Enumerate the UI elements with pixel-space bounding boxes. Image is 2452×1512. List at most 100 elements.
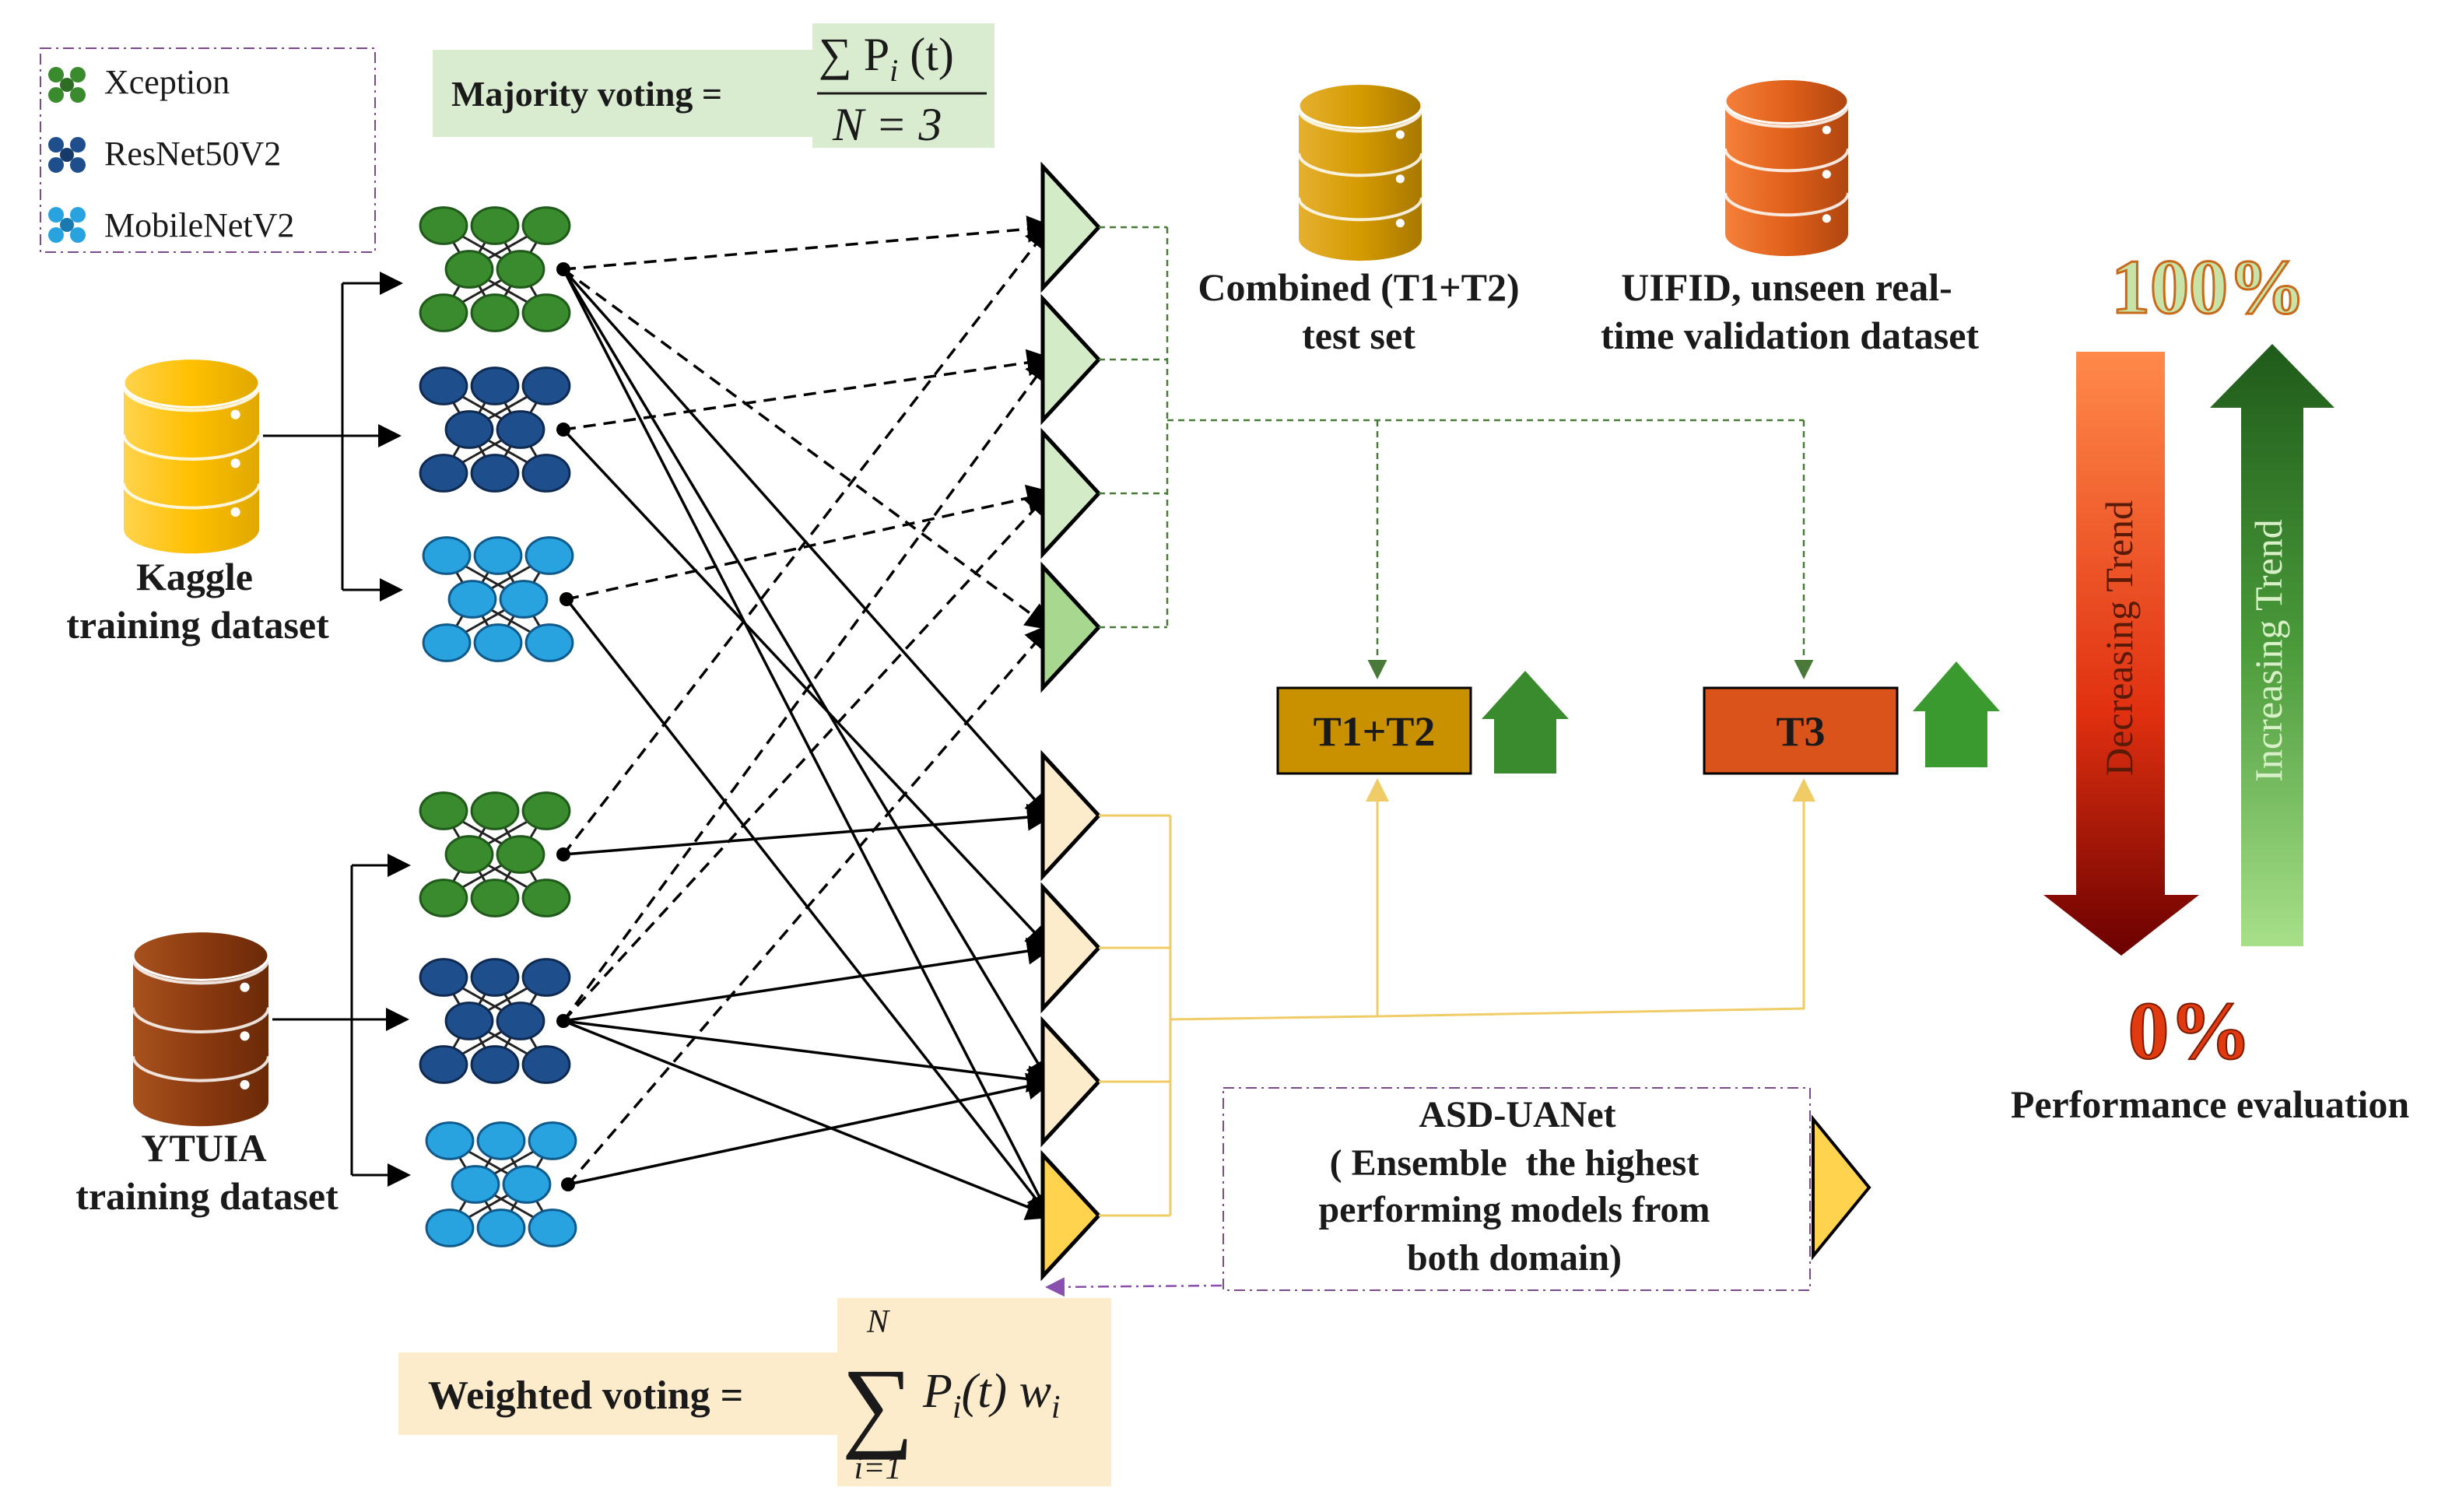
network-node xyxy=(521,958,571,997)
network-node xyxy=(419,206,468,245)
decreasing-arrow-icon xyxy=(2043,352,2199,956)
network-node xyxy=(419,454,468,493)
db-segment xyxy=(1725,212,1848,257)
network-node xyxy=(521,1045,571,1084)
weighted-connection-line xyxy=(563,1019,1054,1093)
db-led xyxy=(1822,125,1831,135)
network-node xyxy=(444,835,494,874)
db-led xyxy=(240,1031,250,1041)
network-node xyxy=(473,623,523,662)
ytuia-database-icon xyxy=(132,930,270,1127)
network-node xyxy=(524,536,574,575)
majority-connection-line xyxy=(566,484,1054,601)
majority-connection-line xyxy=(562,489,1053,1023)
asd-desc-line2: performing models from xyxy=(1318,1189,1710,1230)
network-node xyxy=(521,367,571,405)
majority-voting-label: Majority voting = xyxy=(451,74,722,114)
weighted-connection-line xyxy=(567,1072,1054,1186)
ensemble-triangle-icon xyxy=(1040,1149,1102,1282)
db-led xyxy=(1395,130,1405,139)
t12-box xyxy=(1276,686,1472,775)
network-node xyxy=(419,958,468,997)
weighted-term: Pi(t) wi xyxy=(922,1365,1061,1426)
t12-result: T1+T2 xyxy=(1276,671,1569,775)
db-led xyxy=(230,409,240,419)
network-node xyxy=(528,1121,577,1160)
majority-connection-line xyxy=(563,349,1054,431)
network-node xyxy=(444,250,494,289)
ensemble-triangle-icon xyxy=(1040,882,1102,1014)
kaggle-xception-network-icon xyxy=(419,206,571,332)
ytuia-label-line1: YTUIA xyxy=(141,1126,266,1170)
legend-label-resnet: ResNet50V2 xyxy=(104,135,281,173)
network-node xyxy=(521,206,571,245)
network-node xyxy=(496,835,545,874)
db-segment xyxy=(133,1077,268,1127)
db-segment xyxy=(124,504,259,554)
network-node xyxy=(425,1209,475,1247)
asd-title: ASD-UANet xyxy=(1419,1094,1615,1135)
ensemble-triangle-icon xyxy=(1040,427,1102,560)
network-node xyxy=(521,293,571,332)
network-node xyxy=(444,1002,494,1040)
weighted-connection-line xyxy=(562,428,1053,952)
kaggle-bracket xyxy=(263,272,403,602)
t3-result: T3 xyxy=(1703,661,2000,775)
network-node xyxy=(419,293,468,332)
network-node xyxy=(528,1209,577,1247)
weighted-voting-formula: Weighted voting = N ∑ i=1 Pi(t) wi xyxy=(398,1298,1111,1486)
resnet-legend-icon xyxy=(48,137,86,173)
t3-box xyxy=(1703,686,1899,775)
majority-voting-formula: Majority voting = ∑ Pi (t) N = 3 xyxy=(433,23,994,150)
network-node xyxy=(444,410,494,449)
ytuia-resnet50v2-network-icon xyxy=(419,958,571,1084)
top-percent-label: 100% xyxy=(2111,244,2306,330)
t12-up-arrow-icon xyxy=(1482,671,1569,774)
network-node xyxy=(419,1045,468,1084)
weighted-voting-label: Weighted voting = xyxy=(428,1373,743,1418)
t12-label: T1+T2 xyxy=(1314,708,1436,755)
performance-caption: Performance evaluation xyxy=(2011,1082,2410,1126)
network-node xyxy=(425,1121,475,1160)
db-led xyxy=(230,458,240,468)
network-node xyxy=(470,879,520,917)
ytuia-mobilenetv2-network-icon xyxy=(425,1121,577,1247)
legend-box xyxy=(40,47,376,253)
network-node xyxy=(419,367,468,405)
network-node xyxy=(499,580,549,619)
asd-uanet-box: ASD-UANet ( Ensemble the highest perform… xyxy=(1222,1087,1871,1291)
network-node xyxy=(470,958,520,997)
network-node xyxy=(470,791,520,830)
mobilenet-legend-icon xyxy=(48,207,86,243)
asd-feedback-line xyxy=(1045,1277,1222,1297)
network-node xyxy=(451,1165,500,1204)
ensemble-triangle-icon xyxy=(1040,293,1102,426)
db-segment xyxy=(133,1028,268,1078)
bottom-percent-label: 0% xyxy=(2128,985,2252,1076)
t3-label: T3 xyxy=(1776,708,1825,755)
legend-label-xception: Xception xyxy=(104,63,230,101)
db-segment xyxy=(1725,167,1848,212)
weighted-connection-line xyxy=(565,598,1053,1220)
ensemble-triangle-icon xyxy=(1040,1016,1102,1148)
db-led xyxy=(240,982,250,992)
network-node xyxy=(470,1045,520,1084)
green-flow-lines xyxy=(1099,226,1814,679)
ytuia-bracket xyxy=(272,854,411,1187)
network-node xyxy=(476,1209,526,1247)
kaggle-database-icon xyxy=(122,357,261,554)
ensemble-triangle-icon xyxy=(1040,749,1102,882)
legend: Xception ResNet50V2 MobileNetV2 xyxy=(40,47,376,253)
network-node xyxy=(521,791,571,830)
db-led xyxy=(1822,214,1831,223)
combined-label-line1: Combined (T1+T2) xyxy=(1198,265,1519,309)
t3-up-arrow-icon xyxy=(1913,661,2000,767)
uifid-database-icon xyxy=(1724,78,1850,257)
increasing-trend-label: Increasing Trend xyxy=(2247,519,2290,781)
network-node xyxy=(470,367,520,405)
weighted-connection-line xyxy=(562,268,1052,1087)
kaggle-label-line1: Kaggle xyxy=(136,555,253,598)
asd-desc-line3: both domain) xyxy=(1407,1237,1622,1279)
ensemble-triangle-icon xyxy=(1040,561,1102,693)
